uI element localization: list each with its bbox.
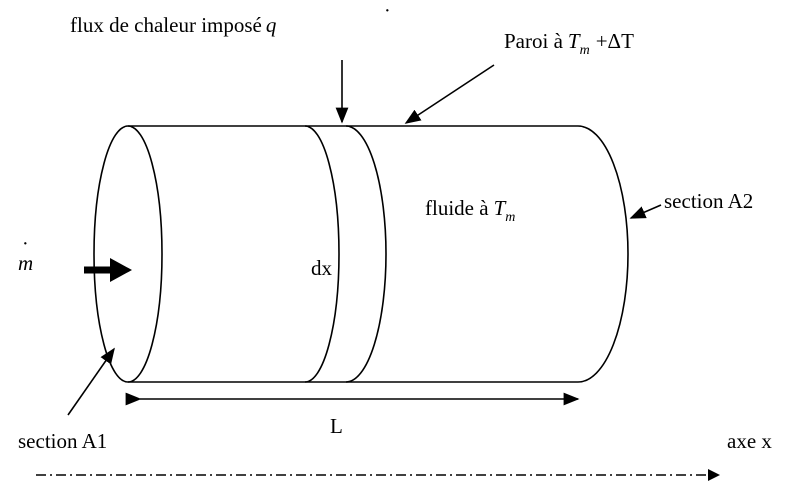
slice-right-arc: [345, 125, 387, 383]
length-label: L: [330, 414, 343, 438]
section-a2-label: section A2: [664, 189, 753, 213]
wall-arrow: [404, 64, 495, 124]
section-a2-arc: [577, 125, 629, 383]
section-a2-arrow: [629, 204, 662, 219]
section-a1-label: section A1: [18, 429, 107, 453]
mass-flow-label: m: [18, 251, 33, 275]
section-a1-ellipse: [93, 125, 163, 383]
dx-label: dx: [311, 256, 333, 280]
slice-left-arc: [304, 125, 340, 383]
mass-flow-dot: ·: [22, 233, 29, 255]
x-axis-arrowhead: [708, 469, 720, 481]
section-a1-arrow: [67, 347, 115, 416]
mass-flow-arrow-head: [110, 258, 132, 282]
heat-flux-dot: ·: [384, 0, 391, 22]
cylinder: [93, 125, 629, 383]
x-axis-label: axe x: [727, 429, 772, 453]
